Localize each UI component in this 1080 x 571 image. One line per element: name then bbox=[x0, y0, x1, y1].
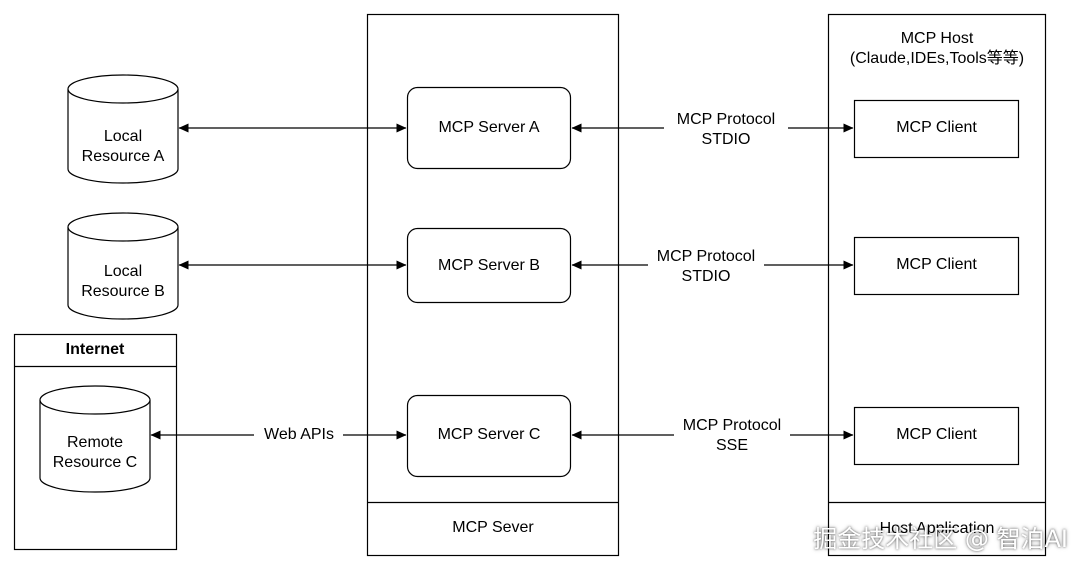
mcp-server-a-label: MCP Server A bbox=[438, 119, 540, 136]
mcp-client-b-box bbox=[853, 236, 1020, 296]
local-resource-b-label: Local Resource B bbox=[81, 263, 165, 300]
internet-group bbox=[13, 333, 178, 551]
protocol-label-a: MCP Protocol STDIO bbox=[676, 111, 776, 148]
mcp-server-b-box bbox=[406, 227, 572, 304]
local-resource-a-cylinder bbox=[67, 74, 179, 184]
mcp-server-a-box bbox=[406, 86, 572, 170]
mcp-server-c-box bbox=[406, 394, 572, 478]
local-resource-a-label: Local Resource A bbox=[81, 128, 165, 165]
mcp-server-c-label: MCP Server C bbox=[437, 426, 541, 443]
web-apis-label: Web APIs bbox=[264, 426, 334, 443]
mcp-server-container-label: MCP Sever bbox=[452, 519, 534, 536]
mcp-server-b-label: MCP Server B bbox=[438, 257, 540, 274]
mcp-client-c-box bbox=[853, 406, 1020, 466]
host-application-label: Host Application bbox=[879, 520, 995, 537]
watermark-text: 掘金技术社区 @ 智泊AI bbox=[813, 525, 1068, 553]
remote-resource-c-cylinder bbox=[39, 385, 151, 493]
protocol-label-c: MCP Protocol SSE bbox=[682, 417, 782, 454]
mcp-client-c-label: MCP Client bbox=[896, 426, 977, 443]
mcp-client-a-box bbox=[853, 99, 1020, 159]
mcp-server-container bbox=[366, 13, 620, 557]
internet-group-title: Internet bbox=[65, 341, 125, 358]
remote-resource-c-label: Remote Resource C bbox=[52, 434, 138, 471]
mcp-host-title: MCP Host (Claude,IDEs,Tools等等) bbox=[849, 30, 1025, 67]
local-resource-b-cylinder bbox=[67, 212, 179, 320]
mcp-host-container bbox=[827, 13, 1047, 557]
mcp-client-a-label: MCP Client bbox=[896, 119, 977, 136]
protocol-label-b: MCP Protocol STDIO bbox=[656, 248, 756, 285]
mcp-client-b-label: MCP Client bbox=[896, 256, 977, 273]
